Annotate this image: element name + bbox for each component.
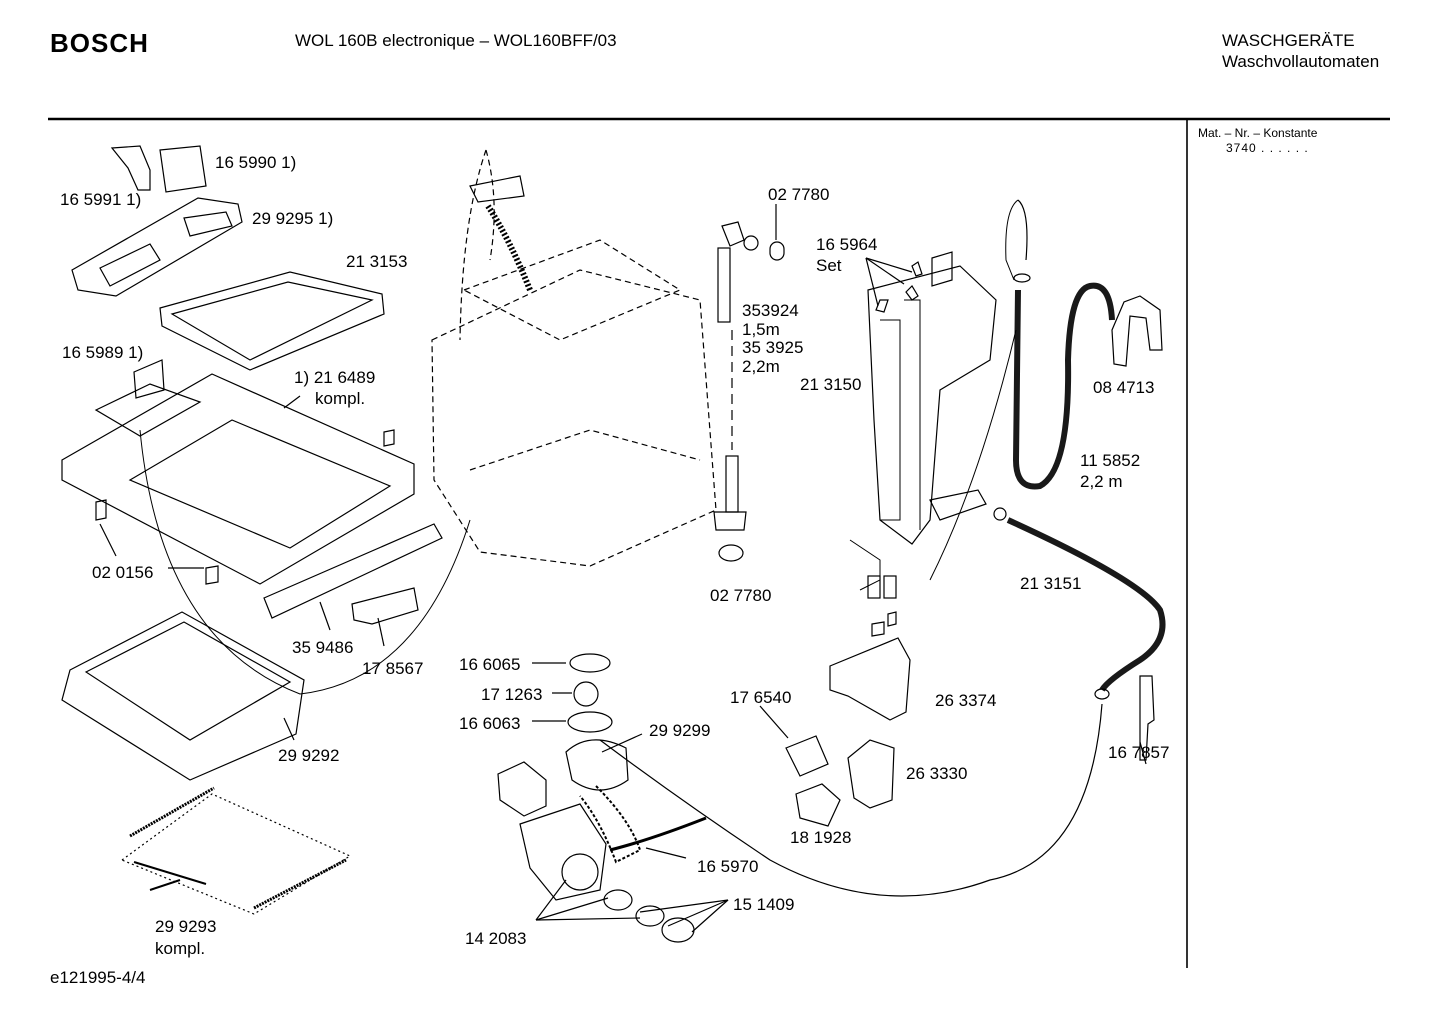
part-label: kompl. [155, 939, 206, 958]
brand-logo: BOSCH [50, 28, 149, 58]
part-label: 16 5964 [816, 235, 878, 254]
part-label: 29 9293 [155, 917, 217, 936]
model-title: WOL 160B electronique – WOL160BFF/03 [295, 31, 617, 50]
detergent-drawer-parts [71, 145, 385, 371]
part-label: 353924 [742, 301, 799, 320]
part-label: 35 3925 [742, 338, 804, 357]
category-title: WASCHGERÄTE [1222, 31, 1355, 50]
drain-hose [929, 199, 1163, 581]
part-label: 16 5991 1) [60, 190, 142, 209]
part-label: 16 6065 [459, 655, 521, 674]
part-label: 17 1263 [481, 685, 543, 704]
material-number-label: Mat. – Nr. – Konstante [1198, 126, 1318, 140]
part-label: 15 1409 [733, 895, 795, 914]
part-label: 16 6063 [459, 714, 521, 733]
material-number-value: 3740 . . . . . . [1226, 141, 1309, 155]
part-label: 16 5970 [697, 857, 759, 876]
part-label: 02 0156 [92, 563, 154, 582]
part-label: 02 7780 [768, 185, 830, 204]
part-label: Set [816, 256, 842, 275]
part-label: 29 9299 [649, 721, 711, 740]
water-inlet-manifold [849, 251, 997, 599]
part-label: 16 5989 1) [62, 343, 144, 362]
inlet-hose [599, 507, 1166, 897]
part-label: 17 8567 [362, 659, 424, 678]
part-label: 02 7780 [710, 586, 772, 605]
part-label: kompl. [315, 389, 366, 408]
part-label: 11 5852 [1080, 451, 1141, 470]
part-label: 16 5990 1) [215, 153, 297, 172]
part-label: 18 1928 [790, 828, 852, 847]
part-label: 17 6540 [730, 688, 792, 707]
valve-parts [785, 611, 911, 827]
tub-outline [431, 149, 717, 567]
part-label: 26 3330 [906, 764, 968, 783]
part-label: 14 2083 [465, 929, 527, 948]
part-label: 1) 21 6489 [294, 368, 376, 387]
document-id: e121995-4/4 [50, 968, 146, 987]
category-subtitle: Waschvollautomaten [1222, 52, 1380, 71]
leader-lines [532, 662, 1147, 933]
part-label: 26 3374 [935, 691, 997, 710]
part-label: 29 9295 1) [252, 209, 334, 228]
overflow-hose [713, 204, 785, 562]
lid-spring-parts [120, 786, 352, 915]
part-label: 08 4713 [1093, 378, 1155, 397]
tub-hose-top [469, 175, 533, 292]
part-label: 16 7857 [1108, 743, 1170, 762]
part-label: 2,2 m [1080, 472, 1123, 491]
top-frame-parts [61, 359, 471, 781]
part-label: 21 3151 [1020, 574, 1082, 593]
part-label: 21 3153 [346, 252, 408, 271]
part-label: 2,2m [742, 357, 780, 376]
part-label: 29 9292 [278, 746, 340, 765]
part-label: 1,5m [742, 320, 780, 339]
part-label: 21 3150 [800, 375, 862, 394]
part-label: 35 9486 [292, 638, 354, 657]
